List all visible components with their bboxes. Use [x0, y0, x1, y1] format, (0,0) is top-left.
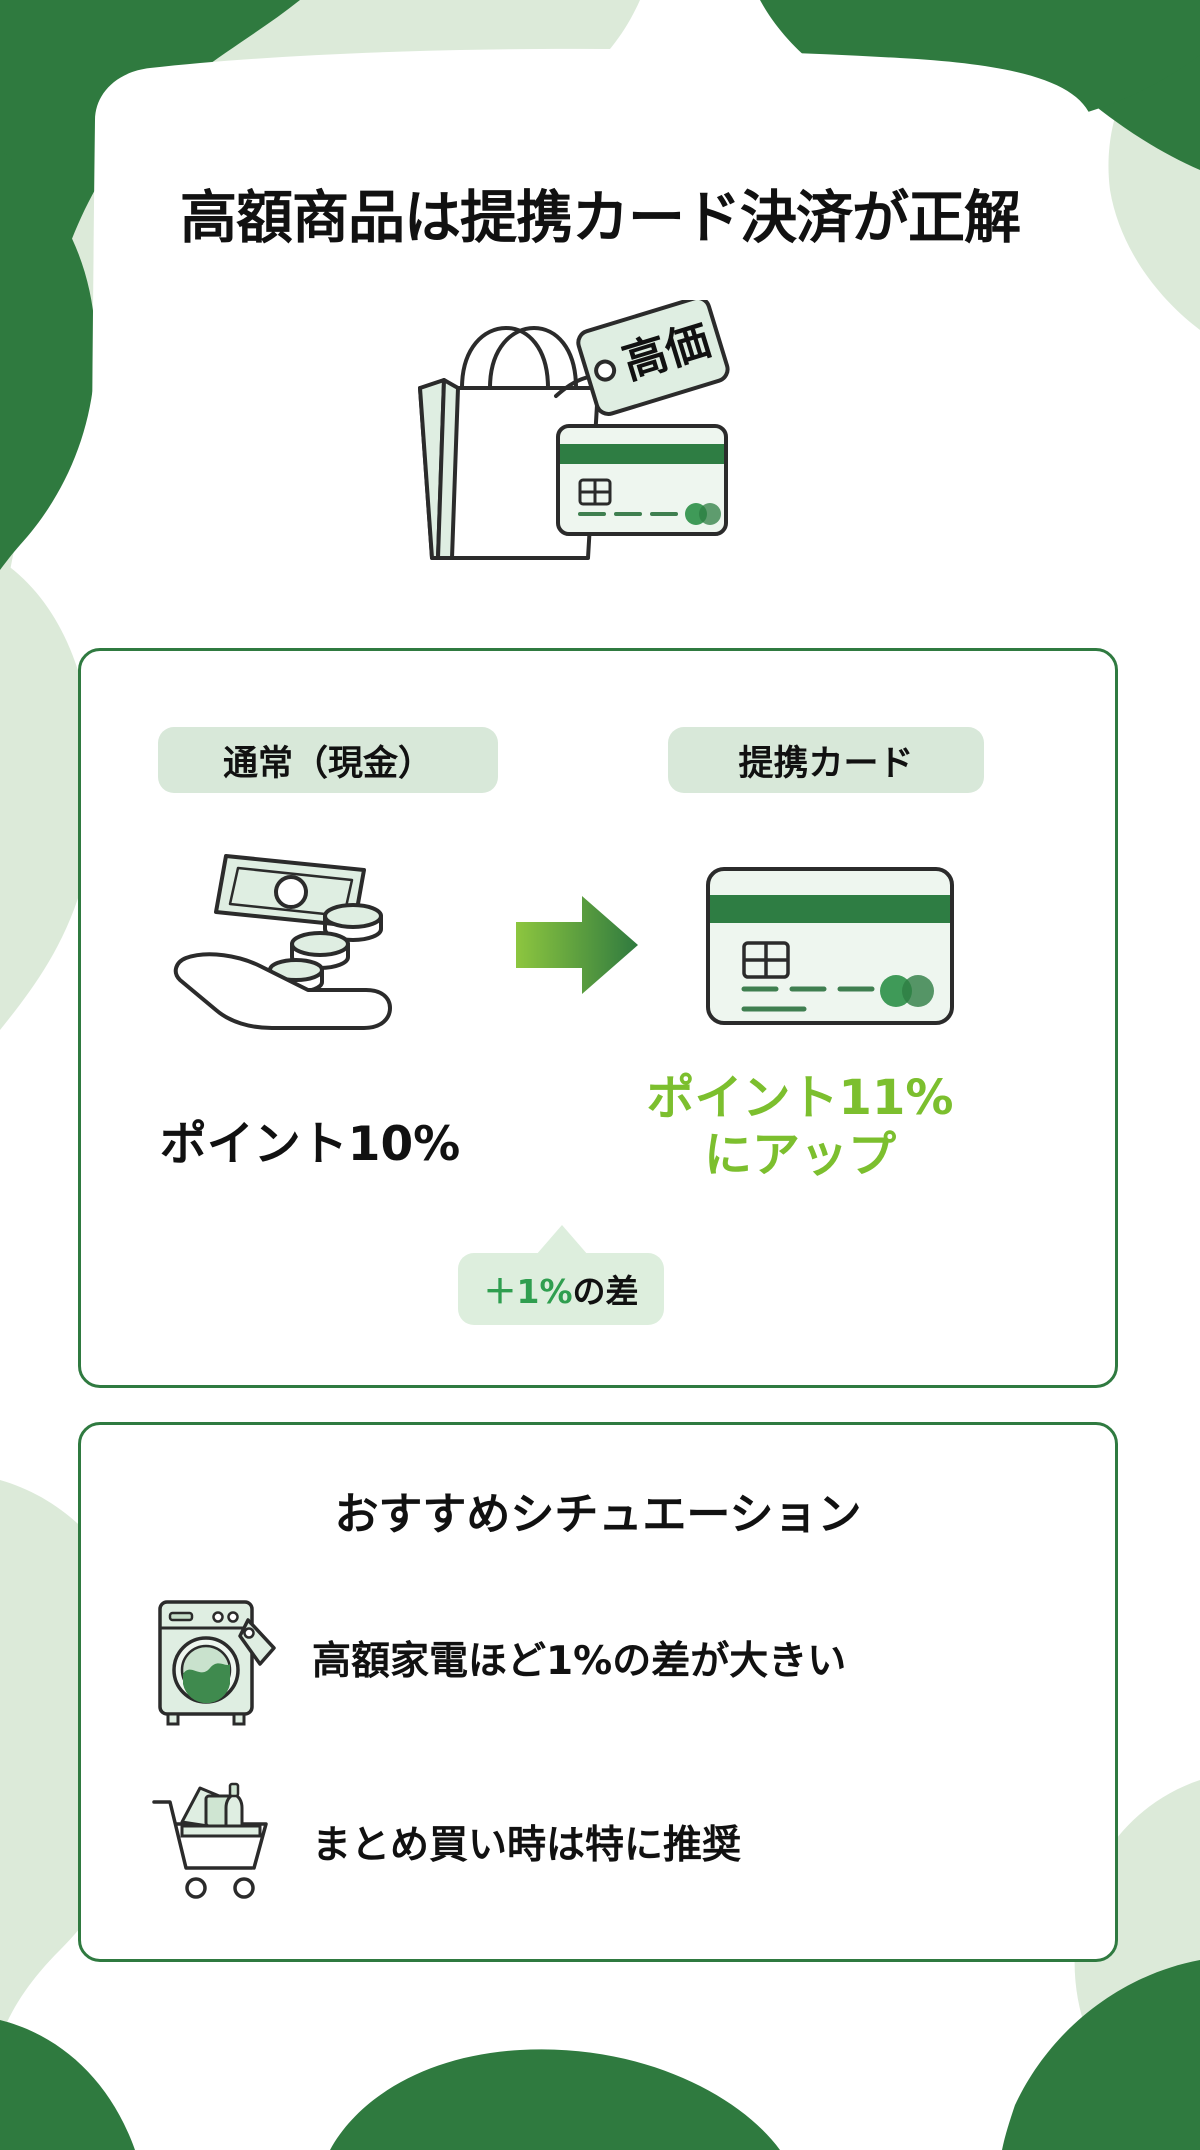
green-blob-bottom-right [1002, 1960, 1200, 2150]
right-arrow-icon [516, 896, 638, 994]
column-header-card-label: 提携カード [738, 743, 914, 784]
difference-badge-highlight: ＋1% [483, 1272, 573, 1311]
page-title: 高額商品は提携カード決済が正解 [180, 185, 1021, 251]
shopping-cart-icon [152, 1782, 268, 1899]
list-item-text: 高額家電ほど1%の差が大きい [312, 1639, 847, 1684]
hero-illustration: 高価 [418, 300, 730, 560]
result-card-line1: ポイント11% [646, 1070, 954, 1126]
cash-in-hand-icon [173, 854, 392, 1030]
list-item: 高額家電ほど1%の差が大きい [148, 1588, 846, 1728]
result-cash: ポイント10% [159, 1117, 461, 1172]
green-blob-top-left [0, 0, 300, 560]
column-header-cash-label: 通常（現金） [222, 743, 433, 784]
difference-badge-pointer [536, 1225, 588, 1255]
difference-badge-rest: の差 [572, 1272, 639, 1311]
credit-card-icon-large [706, 867, 954, 1025]
washing-machine-icon [158, 1600, 276, 1726]
shopping-bag-icon [418, 326, 600, 560]
green-blob-bottom-left [0, 2020, 135, 2150]
column-header-cash: 通常（現金） [158, 727, 498, 793]
list-item: まとめ買い時は特に推奨 [148, 1772, 741, 1912]
result-card: ポイント11% にアップ [600, 1070, 1000, 1183]
situation-title: おすすめシチュエーション [334, 1489, 862, 1540]
mint-blob-left-mid [0, 560, 95, 1030]
price-tag-icon-small [238, 1618, 276, 1666]
credit-card-icon [556, 424, 728, 536]
list-item-text: まとめ買い時は特に推奨 [312, 1823, 742, 1868]
cart-goods-icon [180, 1782, 262, 1838]
price-tag-icon: 高価 [554, 300, 730, 416]
green-blob-bottom-center [330, 2049, 780, 2150]
difference-badge: ＋1%の差 [458, 1253, 664, 1325]
column-header-card: 提携カード [668, 727, 984, 793]
result-card-line2: にアップ [703, 1126, 896, 1183]
green-blob-left-upper [0, 150, 96, 570]
